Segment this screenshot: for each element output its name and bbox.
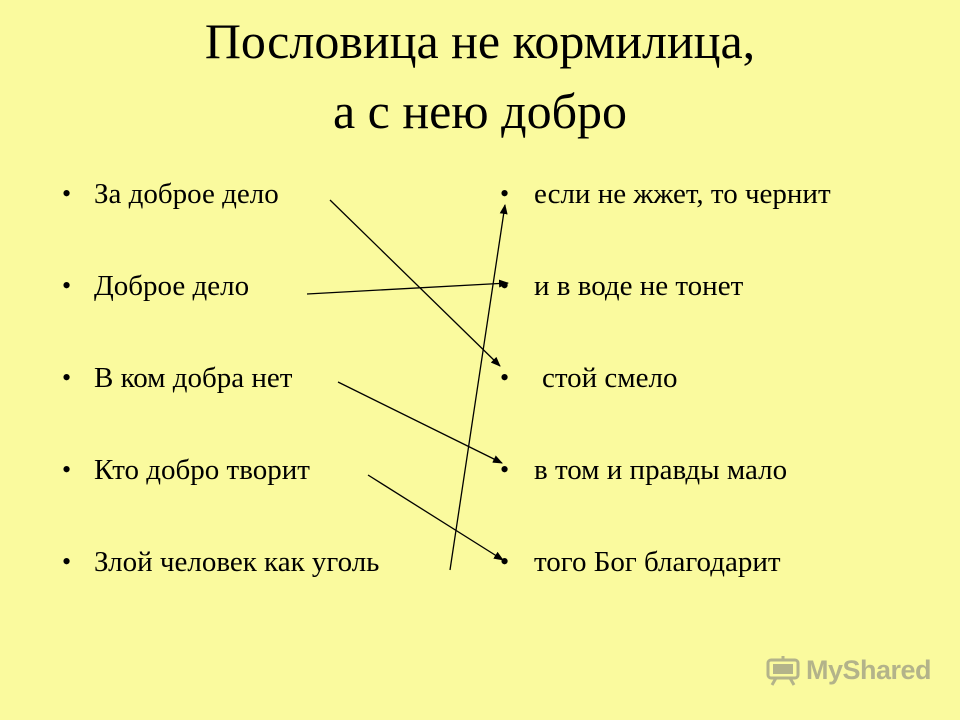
title-line-2: а с нею добро <box>332 83 628 139</box>
arrow-line <box>337 381 503 464</box>
bullet: • <box>62 271 72 300</box>
arrow-line <box>329 199 501 367</box>
left-item-text: Доброе дело <box>94 270 250 302</box>
bullet: • <box>500 547 510 576</box>
left-item-text: Злой человек как уголь <box>94 546 380 578</box>
right-item-5: • того Бог благодарит <box>500 538 940 630</box>
bullet: • <box>62 179 72 208</box>
right-item-1: • если не жжет, то чернит <box>500 170 940 262</box>
bullet: • <box>500 179 510 208</box>
left-item-1: • За доброе дело <box>62 170 482 262</box>
right-item-3: • стой смело <box>500 354 940 446</box>
right-column: • если не жжет, то чернит • и в воде не … <box>500 170 940 630</box>
bullet: • <box>62 547 72 576</box>
watermark-text: MyShared <box>806 654 932 685</box>
watermark: MyShared <box>766 654 932 686</box>
left-item-2: • Доброе дело <box>62 262 482 354</box>
bullet: • <box>500 363 510 392</box>
left-item-5: • Злой человек как уголь <box>62 538 482 630</box>
left-item-4: • Кто добро творит <box>62 446 482 538</box>
right-item-text: стой смело <box>542 362 678 394</box>
bullet: • <box>62 455 72 484</box>
right-item-4: • в том и правды мало <box>500 446 940 538</box>
slide-title: Пословица не кормилица, а с нею добро <box>0 6 960 146</box>
right-item-text: если не жжет, то чернит <box>534 178 831 210</box>
arrow-line <box>306 279 509 295</box>
arrow-line <box>449 204 508 571</box>
left-item-3: • В ком добра нет <box>62 354 482 446</box>
projector-icon <box>766 656 800 686</box>
right-item-text: и в воде не тонет <box>534 270 744 302</box>
title-line-1: Пословица не кормилица, <box>204 13 756 69</box>
left-item-text: За доброе дело <box>94 178 279 210</box>
left-column: • За доброе дело • Доброе дело • В ком д… <box>62 170 482 630</box>
left-item-text: Кто добро творит <box>94 454 310 486</box>
bullet: • <box>62 363 72 392</box>
bullet: • <box>500 455 510 484</box>
arrow-line <box>367 474 504 561</box>
right-item-text: в том и правды мало <box>534 454 788 486</box>
left-item-text: В ком добра нет <box>94 362 293 394</box>
right-item-text: того Бог благодарит <box>534 546 781 578</box>
